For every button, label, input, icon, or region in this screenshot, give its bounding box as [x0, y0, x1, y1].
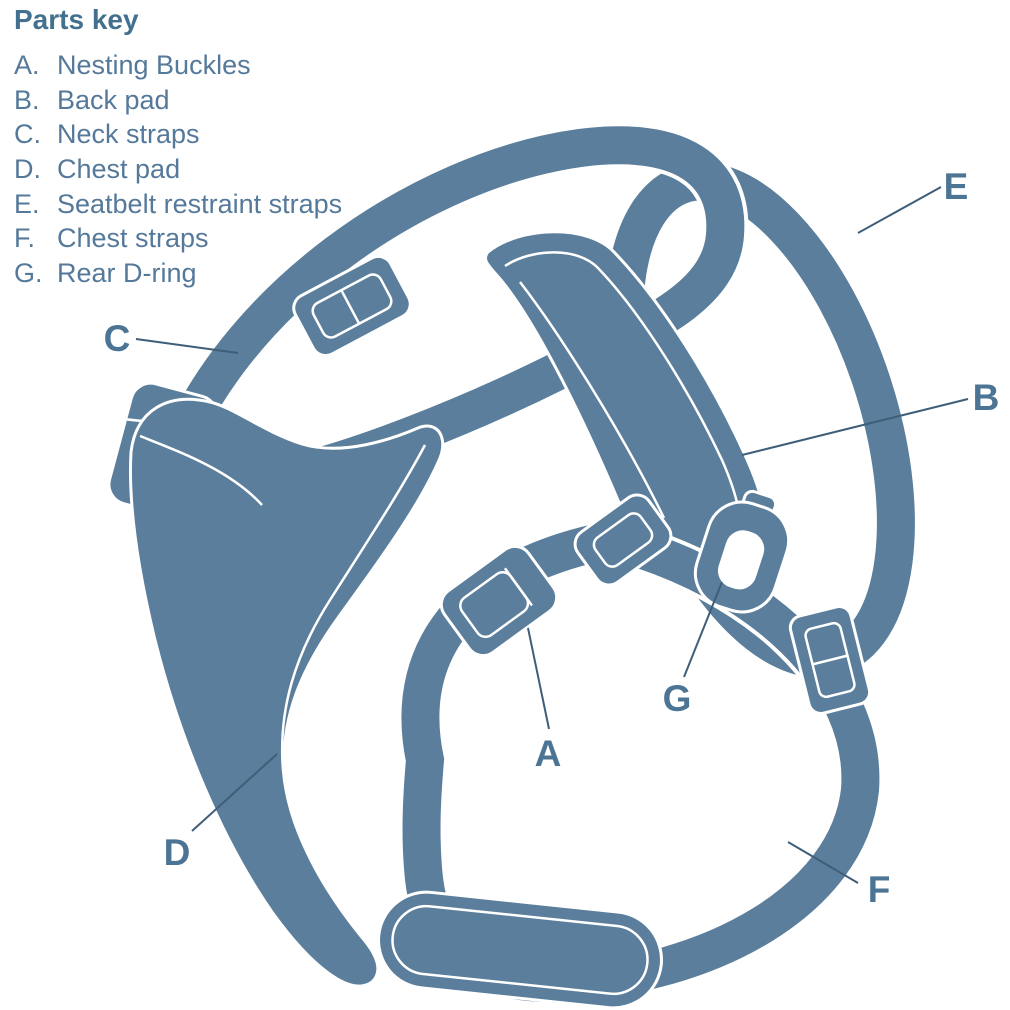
list-item-letter: B.	[14, 84, 40, 115]
leader-line-e	[857, 186, 942, 234]
list-item: A. Nesting Buckles	[14, 50, 342, 85]
parts-list: A. Nesting Buckles B. Back pad C. Neck s…	[14, 50, 342, 293]
callout-letter-b: B	[973, 377, 1000, 418]
list-item: C. Neck straps	[14, 119, 342, 154]
list-item: G. Rear D-ring	[14, 258, 342, 293]
list-item-letter: E.	[14, 188, 40, 219]
nesting-buckle-male	[573, 493, 673, 587]
parts-key-legend: Parts key A. Nesting Buckles B. Back pad…	[14, 4, 342, 293]
callout-letter-d: D	[164, 832, 191, 873]
list-item-letter: A.	[14, 50, 40, 80]
belly-pad-sleeve	[377, 890, 663, 1010]
list-item: B. Back pad	[14, 85, 342, 120]
callout-letter-c: C	[104, 318, 131, 359]
list-item-letter: G.	[14, 258, 43, 289]
callout-letter-a: A	[535, 733, 562, 774]
leader-line-b	[741, 398, 969, 456]
callout-letter-g: G	[663, 678, 692, 719]
list-item-label: Back pad	[57, 84, 170, 115]
leader-line-c	[135, 338, 239, 354]
list-item: F. Chest straps	[14, 223, 342, 258]
callout-letter-f: F	[868, 869, 891, 910]
neck-strap-slider	[292, 254, 412, 358]
list-item-label: Chest pad	[57, 154, 181, 185]
list-item-label: Neck straps	[57, 119, 200, 150]
list-item: E. Seatbelt restraint straps	[14, 189, 342, 224]
callout-letter-e: E	[944, 166, 969, 207]
list-item-letter: C.	[14, 119, 41, 150]
list-item-letter: D.	[14, 154, 41, 185]
list-item: D. Chest pad	[14, 154, 342, 189]
rear-d-ring-shape	[693, 489, 791, 614]
chest-pad-shape	[107, 381, 445, 988]
page-title: Parts key	[14, 4, 139, 35]
leader-line-f	[787, 841, 859, 884]
chest-strap-slider	[788, 605, 872, 715]
list-item-label: Chest straps	[57, 223, 209, 254]
list-item-letter: F.	[14, 223, 36, 254]
nesting-buckle-female	[439, 544, 559, 658]
list-item-label: Nesting Buckles	[57, 50, 251, 80]
leader-line-g	[683, 581, 723, 678]
list-item-label: Seatbelt restraint straps	[57, 188, 343, 219]
leader-line-d	[191, 753, 278, 832]
leader-line-a	[527, 627, 550, 730]
list-item-label: Rear D-ring	[57, 258, 197, 289]
